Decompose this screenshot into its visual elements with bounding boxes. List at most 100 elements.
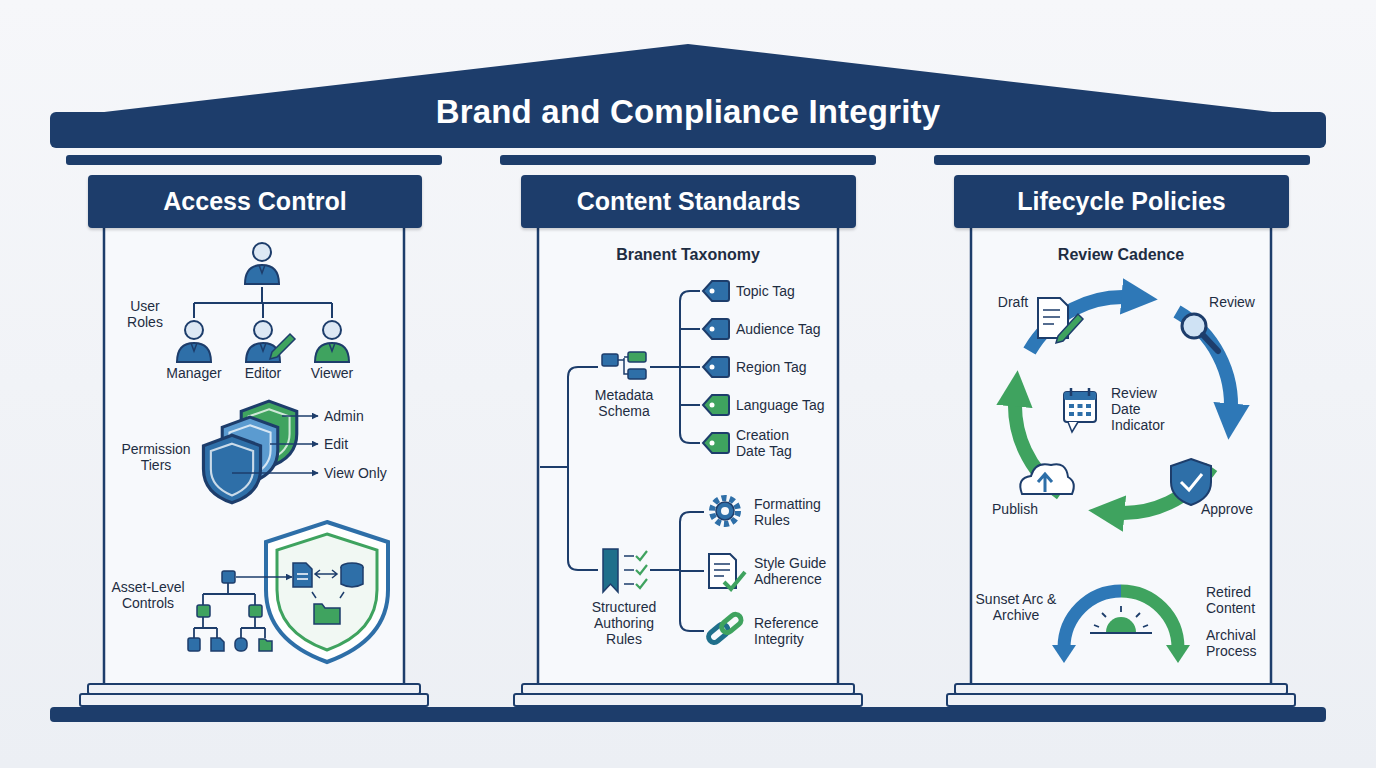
column-shaft-part — [971, 226, 1271, 686]
icon-label: Style Guide Adherence — [754, 555, 844, 587]
reference-link-icon — [706, 612, 743, 645]
asset-shield-part — [314, 604, 340, 624]
pillar-title: Access Control — [163, 187, 346, 216]
tier-arrows-part — [282, 415, 318, 417]
metadata-schema-icon-part — [628, 369, 646, 379]
asset-shield-part — [277, 534, 377, 650]
asset-hierarchy-part — [222, 571, 235, 583]
pillar-title: Lifecycle Policies — [1017, 187, 1225, 216]
approve-shield — [1171, 459, 1211, 505]
asset-shield-part — [341, 567, 363, 587]
asset-hierarchy-part — [236, 576, 292, 578]
org-chart-lines — [194, 287, 332, 318]
asset-hierarchy-part — [211, 638, 224, 651]
taxonomy-tree-part — [650, 512, 704, 631]
icon-label: User Roles — [115, 298, 175, 330]
icon-label: View Only — [324, 465, 387, 481]
calendar-icon — [1064, 388, 1096, 432]
tag-icons-part — [703, 281, 729, 301]
tag-icons-part — [703, 433, 729, 453]
style-guide-icon-part — [714, 564, 730, 576]
calendar-icon-part — [1069, 404, 1091, 416]
beam-part — [66, 155, 442, 165]
calendar-icon-part — [1064, 392, 1096, 400]
sunset-arc-part — [1166, 645, 1190, 663]
calendar-icon-part — [1068, 422, 1078, 432]
asset-shield-part — [266, 522, 388, 662]
asset-hierarchy-part — [194, 583, 265, 638]
asset-shield-part — [312, 592, 344, 598]
diagram-title: Brand and Compliance Integrity — [50, 93, 1326, 131]
review-cycle — [1015, 297, 1231, 513]
reference-link-icon-part — [719, 612, 743, 635]
review-magnifier-part — [1203, 335, 1218, 351]
tier-arrows-part — [270, 443, 318, 445]
column-shaft — [104, 226, 1271, 686]
column-base-part — [947, 694, 1295, 706]
icon-label: Region Tag — [736, 359, 807, 375]
sunset-arc-part — [1052, 645, 1076, 663]
style-guide-icon — [709, 554, 745, 589]
draft-icon — [1038, 298, 1083, 343]
icon-label: Edit — [324, 436, 348, 452]
pillar-title: Content Standards — [577, 187, 801, 216]
taxonomy-tree — [540, 291, 704, 631]
pillar-header: Lifecycle Policies — [954, 175, 1289, 228]
user-role-icons-part — [245, 243, 279, 284]
beam-part — [500, 155, 876, 165]
icon-label: Retired Content — [1206, 584, 1276, 616]
tier-arrows-part — [232, 472, 318, 474]
formatting-gear — [712, 498, 738, 524]
icon-label: Review — [1197, 294, 1267, 310]
review-cycle-part — [1177, 312, 1231, 415]
icon-label: Publish — [980, 501, 1050, 517]
icon-label: Reference Integrity — [754, 615, 830, 647]
asset-hierarchy-part — [188, 638, 200, 651]
tag-icons-part — [703, 357, 729, 377]
metadata-schema-icon-part — [624, 356, 628, 358]
icon-label: Structured Authoring Rules — [579, 599, 669, 647]
sunset-arc — [1052, 591, 1190, 663]
column-base-part — [88, 684, 420, 694]
column-shaft-part — [104, 226, 404, 686]
icon-label: Audience Tag — [736, 321, 821, 337]
authoring-icon-part — [603, 549, 618, 592]
pillar-header: Access Control — [88, 175, 422, 228]
asset-shield — [266, 522, 388, 662]
icon-label: Review Cadence — [1011, 246, 1231, 264]
icon-label: Formatting Rules — [754, 496, 834, 528]
icon-label: Metadata Schema — [584, 387, 664, 419]
style-guide-icon-part — [724, 572, 745, 589]
draft-icon-part — [1056, 314, 1083, 343]
authoring-icon — [603, 549, 647, 592]
pillar-header: Content Standards — [521, 175, 856, 228]
calendar-icon-part — [1064, 392, 1096, 422]
sunset-arc-part — [1090, 632, 1152, 634]
authoring-icon-part — [636, 551, 647, 588]
asset-shield-part — [293, 563, 312, 587]
beam — [66, 155, 1310, 165]
asset-hierarchy — [188, 571, 292, 651]
calendar-icon-part — [1071, 388, 1089, 396]
formatting-gear-part — [721, 507, 729, 515]
asset-hierarchy-part — [249, 605, 262, 617]
icon-label: Editor — [228, 365, 298, 381]
approve-shield-part — [1171, 459, 1211, 505]
column-shaft-part — [538, 226, 838, 686]
authoring-icon-part — [624, 556, 634, 584]
icon-label: Admin — [324, 408, 364, 424]
asset-hierarchy-part — [235, 638, 247, 651]
permission-shields-part — [203, 435, 260, 503]
formatting-gear-part — [716, 502, 734, 520]
user-role-icons-part — [177, 321, 211, 362]
icon-label: Permission Tiers — [111, 441, 201, 473]
foundation — [50, 707, 1326, 722]
column-base-part — [955, 684, 1287, 694]
icon-label: Branent Taxonomy — [578, 246, 798, 264]
taxonomy-tree-part — [540, 367, 598, 570]
metadata-schema-icon — [602, 352, 646, 379]
metadata-schema-icon-part — [618, 358, 628, 374]
column-base-part — [80, 694, 428, 706]
tag-icons-part — [703, 319, 729, 339]
